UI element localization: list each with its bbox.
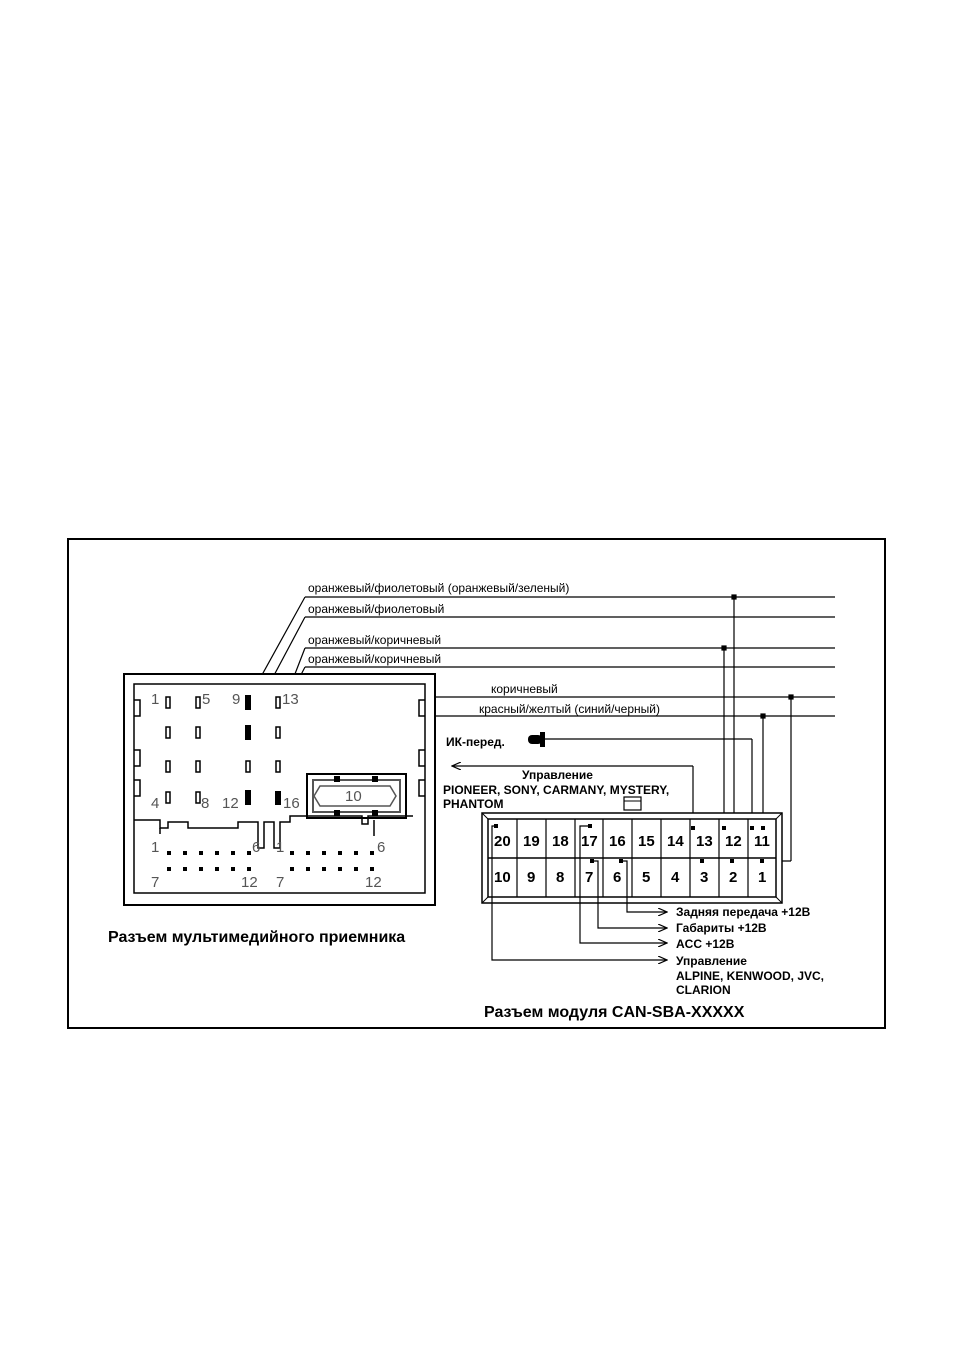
receiver-pin-13: 13 bbox=[282, 691, 299, 708]
module-pin-14: 14 bbox=[667, 833, 684, 850]
module-pin-19: 19 bbox=[523, 833, 540, 850]
sub-left-pin-12: 12 bbox=[241, 874, 258, 891]
control-top-line-1: Управление bbox=[522, 768, 593, 782]
ir-led-icon bbox=[528, 732, 545, 747]
module-pin-13: 13 bbox=[696, 833, 713, 850]
module-pin-12: 12 bbox=[725, 833, 742, 850]
module-pin-5: 5 bbox=[642, 869, 650, 886]
sub-left-pin-6: 6 bbox=[252, 839, 260, 856]
wire-label-1: оранжевый/фиолетовый (оранжевый/зеленый) bbox=[308, 581, 569, 595]
module-pin-10: 10 bbox=[494, 869, 511, 886]
control-bottom-line-3: CLARION bbox=[676, 983, 731, 997]
module-pin-7: 7 bbox=[585, 869, 593, 886]
sub-right-pin-6: 6 bbox=[377, 839, 385, 856]
module-pin-1: 1 bbox=[758, 869, 766, 886]
wire-label-5: коричневый bbox=[491, 682, 558, 696]
module-pin-6: 6 bbox=[613, 869, 621, 886]
module-pin-9: 9 bbox=[527, 869, 535, 886]
receiver-pin-16: 16 bbox=[283, 795, 300, 812]
reverse-gear-label: Задняя передача +12В bbox=[676, 905, 811, 919]
receiver-pin-12: 12 bbox=[222, 795, 239, 812]
control-bottom-line-2: ALPINE, KENWOOD, JVC, bbox=[676, 969, 824, 983]
module-caption: Разъем модуля CAN-SBA-XXXXX bbox=[484, 1004, 745, 1021]
wire-label-2: оранжевый/фиолетовый bbox=[308, 602, 444, 616]
module-pin-8: 8 bbox=[556, 869, 564, 886]
wire-label-3: оранжевый/коричневый bbox=[308, 633, 441, 647]
receiver-pin-8: 8 bbox=[201, 795, 209, 812]
receiver-sub-pins bbox=[167, 851, 374, 871]
module-pin-15: 15 bbox=[638, 833, 655, 850]
wire-labels: оранжевый/фиолетовый (оранжевый/зеленый)… bbox=[308, 581, 660, 716]
module-pin-11: 11 bbox=[754, 833, 770, 850]
sub-right-pin-7: 7 bbox=[276, 874, 284, 891]
receiver-pin-slots bbox=[165, 696, 281, 804]
output-wires bbox=[491, 825, 667, 960]
module-bottom-row: 10 9 8 7 6 5 4 3 2 1 bbox=[494, 869, 766, 886]
wire-label-4: оранжевый/коричневый bbox=[308, 652, 441, 666]
receiver-pin-5: 5 bbox=[202, 691, 210, 708]
receiver-connector: 1 5 9 13 4 8 12 16 10 bbox=[123, 673, 436, 906]
module-pin-18: 18 bbox=[552, 833, 569, 850]
wire-label-6: красный/желтый (синий/черный) bbox=[479, 702, 660, 716]
module-pin-4: 4 bbox=[671, 869, 680, 886]
sub-right-pin-1: 1 bbox=[276, 839, 284, 856]
sub-left-pin-7: 7 bbox=[151, 874, 159, 891]
parking-lights-label: Габариты +12В bbox=[676, 921, 767, 935]
sub-left-pin-1: 1 bbox=[151, 839, 159, 856]
receiver-active-pins bbox=[245, 695, 281, 805]
receiver-caption: Разъем мультимедийного приемника bbox=[108, 929, 405, 946]
ir-label: ИК-перед. bbox=[446, 735, 505, 749]
control-top-line-3: PHANTOM bbox=[443, 797, 503, 811]
module-pin-16: 16 bbox=[609, 833, 626, 850]
receiver-center-block: 10 bbox=[306, 773, 407, 819]
module-pin-17: 17 bbox=[581, 833, 598, 850]
module-key-tab bbox=[623, 796, 642, 811]
sub-right-pin-12: 12 bbox=[365, 874, 382, 891]
receiver-pin-9: 9 bbox=[232, 691, 240, 708]
module-pin-20: 20 bbox=[494, 833, 511, 850]
acc-label: ACC +12В bbox=[676, 937, 735, 951]
control-bottom-line-1: Управление bbox=[676, 954, 747, 968]
module-connector: 20 19 18 17 16 15 14 13 12 11 10 9 8 7 6… bbox=[481, 812, 783, 904]
receiver-pin-1: 1 bbox=[151, 691, 159, 708]
receiver-center-label: 10 bbox=[345, 788, 362, 805]
module-pin-3: 3 bbox=[700, 869, 708, 886]
module-pin-2: 2 bbox=[729, 869, 737, 886]
receiver-pin-4: 4 bbox=[151, 795, 159, 812]
module-top-row: 20 19 18 17 16 15 14 13 12 11 bbox=[494, 833, 770, 850]
control-top-line-2: PIONEER, SONY, CARMANY, MYSTERY, bbox=[443, 783, 669, 797]
